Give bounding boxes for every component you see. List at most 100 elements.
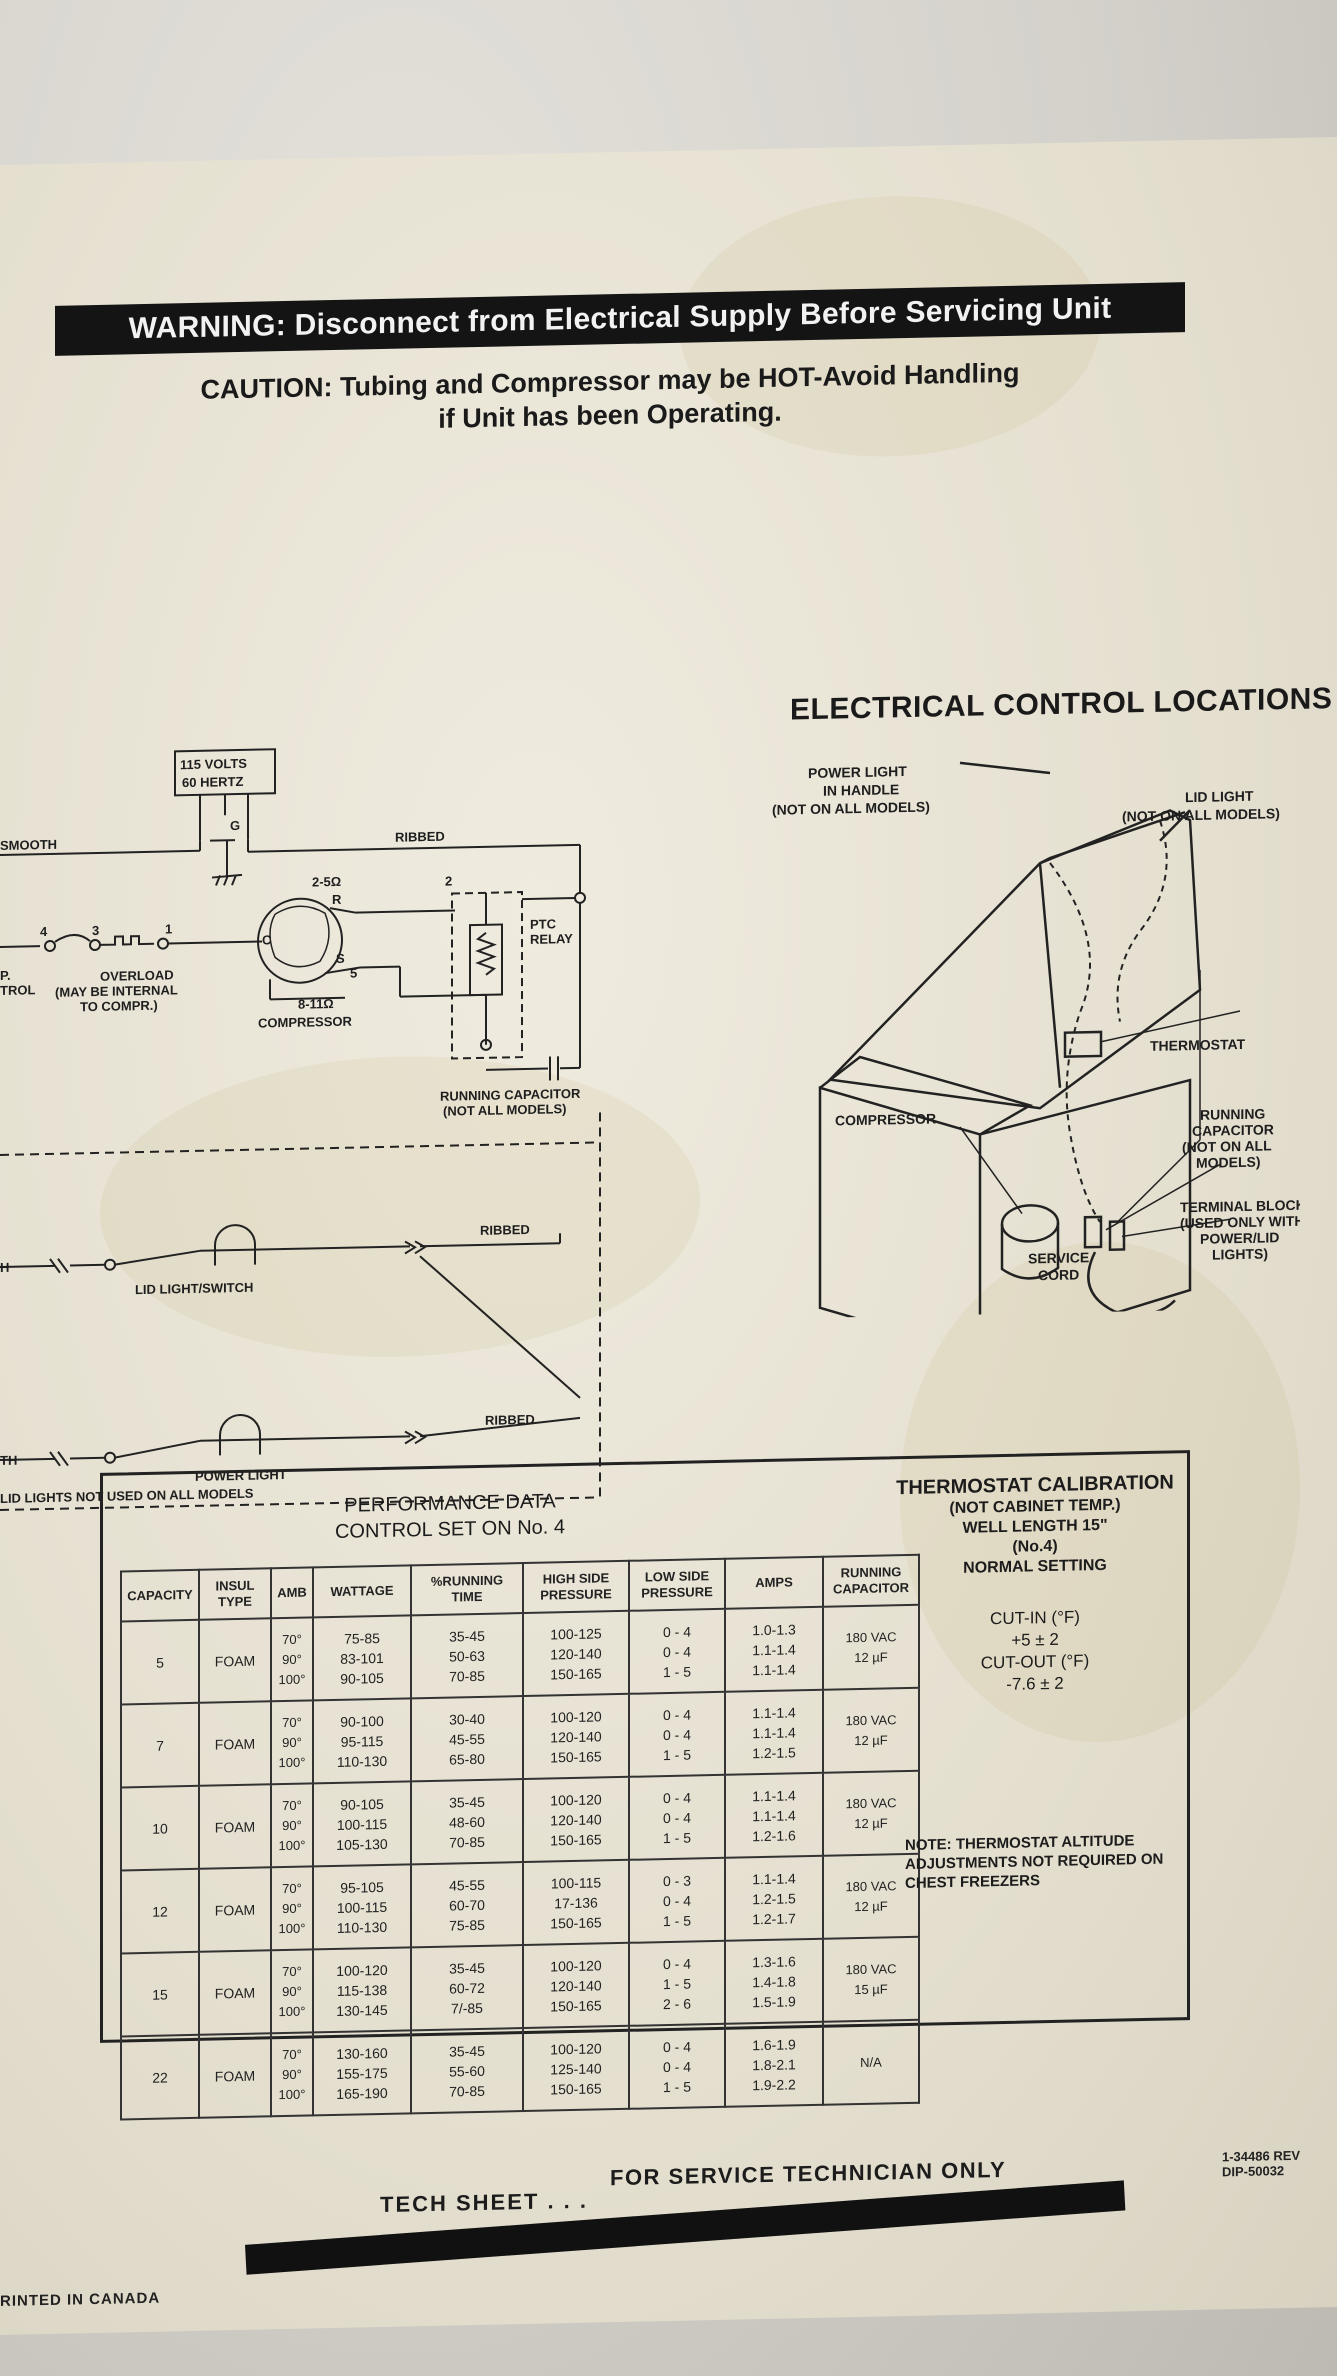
- table-cell-running: 35-45 48-60 70-85: [411, 1779, 523, 1865]
- terminal-5: 5: [350, 966, 357, 981]
- table-cell-insul: FOAM: [199, 2033, 271, 2118]
- table-cell-insul: FOAM: [199, 1950, 271, 2035]
- ribbed-power-label: RIBBED: [485, 1412, 535, 1428]
- table-cell-wattage: 95-105 100-115 110-130: [313, 1864, 411, 1950]
- table-cell-insul: FOAM: [199, 1701, 271, 1786]
- ptc-label: PTC: [530, 916, 557, 932]
- table-cell-wattage: 90-100 95-115 110-130: [313, 1698, 411, 1784]
- left-fragment-h: H: [0, 1260, 9, 1275]
- power-light-callout-1: POWER LIGHT: [808, 763, 907, 781]
- table-cell-low: 0 - 4 1 - 5 2 - 6: [629, 1940, 725, 2026]
- supply-frequency-label: 60 HERTZ: [182, 774, 243, 790]
- printed-in-label: RINTED IN CANADA: [0, 2289, 161, 2310]
- terminal-4: 4: [40, 924, 48, 939]
- table-cell-insul: FOAM: [199, 1867, 271, 1952]
- overload-label: OVERLOAD: [100, 967, 174, 984]
- table-cell-amb: 70° 90° 100°: [271, 1949, 313, 2034]
- col-low-side: LOW SIDE PRESSURE: [629, 1558, 725, 1611]
- table-cell-capacity: 15: [121, 1951, 199, 2037]
- table-cell-cap: N/A: [823, 2019, 919, 2105]
- bottom-black-bar: [245, 2180, 1126, 2275]
- service-cord-callout-1: SERVICE: [1028, 1249, 1089, 1266]
- table-cell-capacity: 10: [121, 1785, 199, 1871]
- table-cell-amb: 70° 90° 100°: [271, 1783, 313, 1868]
- table-cell-high: 100-120 120-140 150-165: [523, 1942, 629, 2029]
- winding-resistance-bottom: 8-11Ω: [298, 996, 334, 1012]
- performance-table: CAPACITY INSUL TYPE AMB WATTAGE %RUNNING…: [120, 1554, 920, 2121]
- table-cell-amb: 70° 90° 100°: [271, 2032, 313, 2117]
- terminal-1: 1: [165, 921, 172, 936]
- control-locations-title: ELECTRICAL CONTROL LOCATIONS: [790, 682, 1333, 727]
- freezer-illustration: POWER LIGHT IN HANDLE (NOT ON ALL MODELS…: [772, 761, 1300, 1320]
- terminal-c: C: [262, 932, 272, 947]
- supply-voltage-label: 115 VOLTS: [180, 756, 247, 772]
- part-number-line-2: DIP-50032: [1222, 2163, 1285, 2180]
- col-capacity: CAPACITY: [121, 1569, 199, 1622]
- table-cell-insul: FOAM: [199, 1784, 271, 1869]
- table-cell-running: 30-40 45-55 65-80: [411, 1696, 523, 1782]
- table-cell-low: 0 - 4 0 - 4 1 - 5: [629, 1608, 725, 1694]
- table-cell-cap: 180 VAC 12 µF: [823, 1687, 919, 1773]
- table-cell-amb: 70° 90° 100°: [271, 1617, 313, 1702]
- col-high-side: HIGH SIDE PRESSURE: [523, 1560, 629, 1614]
- terminal-2: 2: [445, 874, 452, 889]
- table-cell-low: 0 - 4 0 - 4 1 - 5: [629, 1691, 725, 1777]
- col-amb: AMB: [271, 1567, 313, 1619]
- lid-light-switch-label: LID LIGHT/SWITCH: [135, 1280, 253, 1297]
- running-capacitor-note: (NOT ALL MODELS): [443, 1101, 566, 1119]
- lid-lights-note: LID LIGHTS NOT USED ON ALL MODELS: [0, 1486, 254, 1506]
- col-wattage: WATTAGE: [313, 1565, 411, 1618]
- compressor-callout: COMPRESSOR: [835, 1110, 936, 1128]
- table-cell-low: 0 - 3 0 - 4 1 - 5: [629, 1857, 725, 1943]
- ribbed-wire-label: RIBBED: [395, 829, 445, 845]
- overload-note-1: (MAY BE INTERNAL: [55, 982, 178, 1000]
- compressor-label: COMPRESSOR: [258, 1014, 353, 1031]
- lid-light-callout-2: (NOT ON ALL MODELS): [1122, 805, 1280, 824]
- table-cell-capacity: 7: [121, 1702, 199, 1788]
- table-cell-high: 100-120 125-140 150-165: [523, 2025, 629, 2112]
- part-number-line-1: 1-34486 REV: [1222, 2147, 1301, 2165]
- table-cell-low: 0 - 4 0 - 4 1 - 5: [629, 1774, 725, 1860]
- ribbed-lid-label: RIBBED: [480, 1222, 530, 1238]
- table-cell-amps: 1.1-1.4 1.1-1.4 1.2-1.6: [725, 1772, 823, 1858]
- table-cell-running: 35-45 55-60 70-85: [411, 2028, 523, 2114]
- terminal-s: S: [336, 951, 345, 966]
- thermostat-callout: THERMOSTAT: [1150, 1036, 1246, 1054]
- terminal-block-callout-2: (USED ONLY WITH: [1180, 1213, 1300, 1232]
- col-amps: AMPS: [725, 1556, 823, 1609]
- table-cell-high: 100-115 17-136 150-165: [523, 1859, 629, 1946]
- terminal-block-callout-4: LIGHTS): [1212, 1245, 1268, 1262]
- terminal-r: R: [332, 892, 342, 907]
- table-cell-wattage: 100-120 115-138 130-145: [313, 1947, 411, 2033]
- running-capacitor-label: RUNNING CAPACITOR: [440, 1086, 581, 1104]
- lid-light-callout-1: LID LIGHT: [1185, 788, 1254, 805]
- part-number: 1-34486 REV DIP-50032: [1222, 2148, 1300, 2180]
- table-cell-amps: 1.0-1.3 1.1-1.4 1.1-1.4: [725, 1606, 823, 1692]
- ground-label: G: [230, 818, 240, 833]
- table-cell-amb: 70° 90° 100°: [271, 1700, 313, 1785]
- capacitor-callout-2: CAPACITOR: [1192, 1121, 1274, 1139]
- tech-sheet-label: TECH SHEET . . .: [380, 2187, 589, 2218]
- table-cell-high: 100-120 120-140 150-165: [523, 1693, 629, 1780]
- table-cell-running: 35-45 50-63 70-85: [411, 1613, 523, 1699]
- table-cell-running: 35-45 60-72 7/-85: [411, 1945, 523, 2031]
- capacitor-callout-4: MODELS): [1196, 1154, 1261, 1171]
- table-cell-amps: 1.3-1.6 1.4-1.8 1.5-1.9: [725, 1938, 823, 2024]
- control-fragment-label: P.: [0, 968, 11, 983]
- service-only-label: FOR SERVICE TECHNICIAN ONLY: [610, 2156, 1007, 2191]
- table-cell-high: 100-125 120-140 150-165: [523, 1610, 629, 1697]
- performance-title: PERFORMANCE DATA CONTROL SET ON No. 4: [200, 1485, 700, 1547]
- table-cell-high: 100-120 120-140 150-165: [523, 1776, 629, 1863]
- smooth-wire-label: SMOOTH: [0, 837, 57, 853]
- table-cell-low: 0 - 4 0 - 4 1 - 5: [629, 2023, 725, 2109]
- table-cell-running: 45-55 60-70 75-85: [411, 1862, 523, 1948]
- table-cell-wattage: 75-85 83-101 90-105: [313, 1615, 411, 1701]
- table-cell-insul: FOAM: [199, 1618, 271, 1703]
- table-cell-capacity: 22: [121, 2034, 199, 2120]
- tech-sheet-panel: WARNING: Disconnect from Electrical Supp…: [0, 136, 1337, 2335]
- thermostat-altitude-note: NOTE: THERMOSTAT ALTITUDE ADJUSTMENTS NO…: [905, 1832, 1164, 1893]
- power-light-callout-3: (NOT ON ALL MODELS): [772, 799, 930, 818]
- wiring-diagram: 115 VOLTS 60 HERTZ G SMOOTH RIBBED 2-5Ω …: [0, 748, 601, 1511]
